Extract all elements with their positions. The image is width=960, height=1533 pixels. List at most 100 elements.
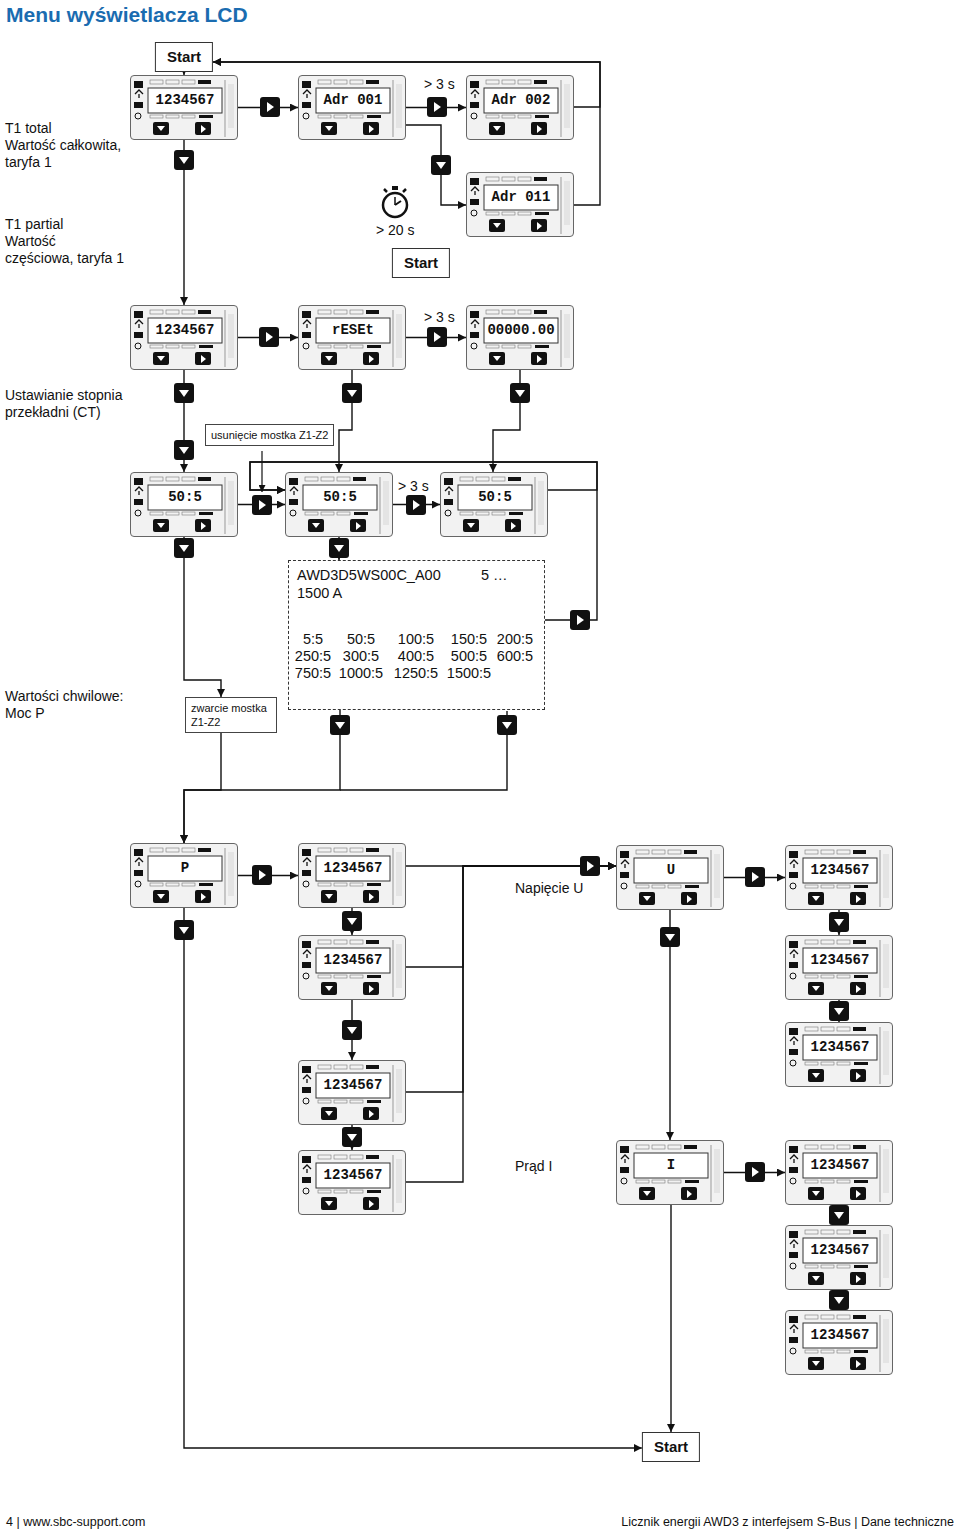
nav-button: [259, 327, 279, 347]
button-body: [342, 383, 362, 403]
decoration: [643, 1191, 651, 1196]
decoration: [805, 975, 818, 978]
decoration: [621, 883, 627, 889]
decoration: [153, 352, 169, 365]
nav-button: [174, 383, 194, 403]
decoration: [561, 177, 562, 234]
decoration: [534, 177, 547, 181]
decoration: [356, 522, 361, 530]
decoration: [803, 858, 877, 883]
button-body: [260, 97, 280, 117]
decoration: [334, 1065, 347, 1069]
decoration: [471, 187, 479, 195]
decoration: [302, 332, 311, 338]
lcd-display: I: [616, 1140, 724, 1205]
button-arrow: [436, 162, 446, 169]
decoration: [393, 80, 394, 137]
decoration: [531, 219, 547, 232]
decoration: [643, 896, 651, 901]
decoration: [135, 320, 143, 328]
decoration: [668, 850, 681, 854]
nav-button: [342, 911, 362, 931]
decoration: [363, 982, 379, 995]
decoration: [325, 126, 333, 131]
decoration: [853, 1230, 866, 1234]
decoration: [182, 848, 195, 852]
decoration: [182, 883, 195, 886]
lcd-reading: 1234567: [803, 858, 877, 883]
decoration: [366, 1065, 379, 1069]
flow-connector: [406, 866, 616, 1092]
decoration: [639, 892, 655, 905]
decoration: [652, 1180, 665, 1183]
decoration: [805, 1180, 818, 1183]
decoration: [821, 1265, 834, 1268]
decoration: [290, 510, 296, 516]
decoration: [166, 115, 179, 118]
decoration: [134, 102, 143, 108]
button-body: [259, 327, 279, 347]
decoration: [302, 962, 311, 968]
ratio-cell: 5:5: [303, 631, 323, 648]
decoration: [318, 1100, 331, 1103]
decoration: [318, 310, 331, 314]
decoration: [621, 1178, 627, 1184]
decoration: [789, 872, 798, 878]
decoration: [518, 80, 531, 84]
button-body: [329, 538, 349, 558]
stopwatch-hand: [394, 197, 396, 205]
decoration: [502, 115, 515, 118]
nav-button: [174, 920, 194, 940]
decoration: [369, 355, 374, 363]
decoration: [789, 1049, 798, 1055]
decoration: [302, 849, 311, 856]
decoration: [334, 115, 347, 118]
decoration: [302, 941, 311, 948]
button-body: [829, 1205, 849, 1225]
lcd-display: 1234567: [130, 75, 238, 140]
button-body: [745, 867, 765, 887]
label-text: 4 | www.sbc-support.com: [6, 1515, 326, 1530]
ratio-cell: 200:5: [497, 631, 533, 648]
decoration: [808, 892, 824, 905]
decoration: [790, 1037, 798, 1045]
decoration: [790, 1348, 796, 1354]
decoration: [493, 223, 501, 228]
lcd-display: rESEt: [298, 305, 406, 370]
decoration: [505, 519, 521, 532]
decoration: [290, 487, 298, 495]
decoration: [318, 115, 331, 118]
button-arrow: [515, 390, 525, 397]
decoration: [199, 883, 213, 886]
decoration: [821, 1315, 834, 1319]
decoration: [325, 894, 333, 899]
decoration: [812, 986, 820, 991]
decoration: [518, 177, 531, 181]
decoration: [148, 88, 222, 113]
ratio-cell: 150:5: [451, 631, 487, 648]
lcd-reading: 00000.00: [484, 318, 558, 343]
decoration: [303, 973, 309, 979]
decoration: [198, 80, 211, 84]
decoration: [334, 345, 347, 348]
flow-connector: [406, 866, 616, 967]
stopwatch-pin: [384, 189, 387, 192]
decoration: [350, 345, 363, 348]
decoration: [470, 102, 479, 108]
start-label: Start: [404, 253, 438, 273]
decoration: [789, 1028, 798, 1035]
decoration: [805, 1062, 818, 1065]
decoration: [789, 1252, 798, 1258]
decoration: [318, 1190, 331, 1193]
decoration: [303, 485, 377, 510]
merge-line: [340, 711, 507, 790]
nav-button: [829, 912, 849, 932]
decoration: [148, 856, 222, 881]
nav-button: [342, 383, 362, 403]
label-text: Ustawianie stopnia przekładni (CT): [5, 387, 133, 421]
decoration: [789, 851, 798, 858]
decoration: [850, 892, 866, 905]
decoration: [150, 883, 163, 886]
decoration: [134, 849, 143, 856]
decoration: [880, 1315, 881, 1372]
